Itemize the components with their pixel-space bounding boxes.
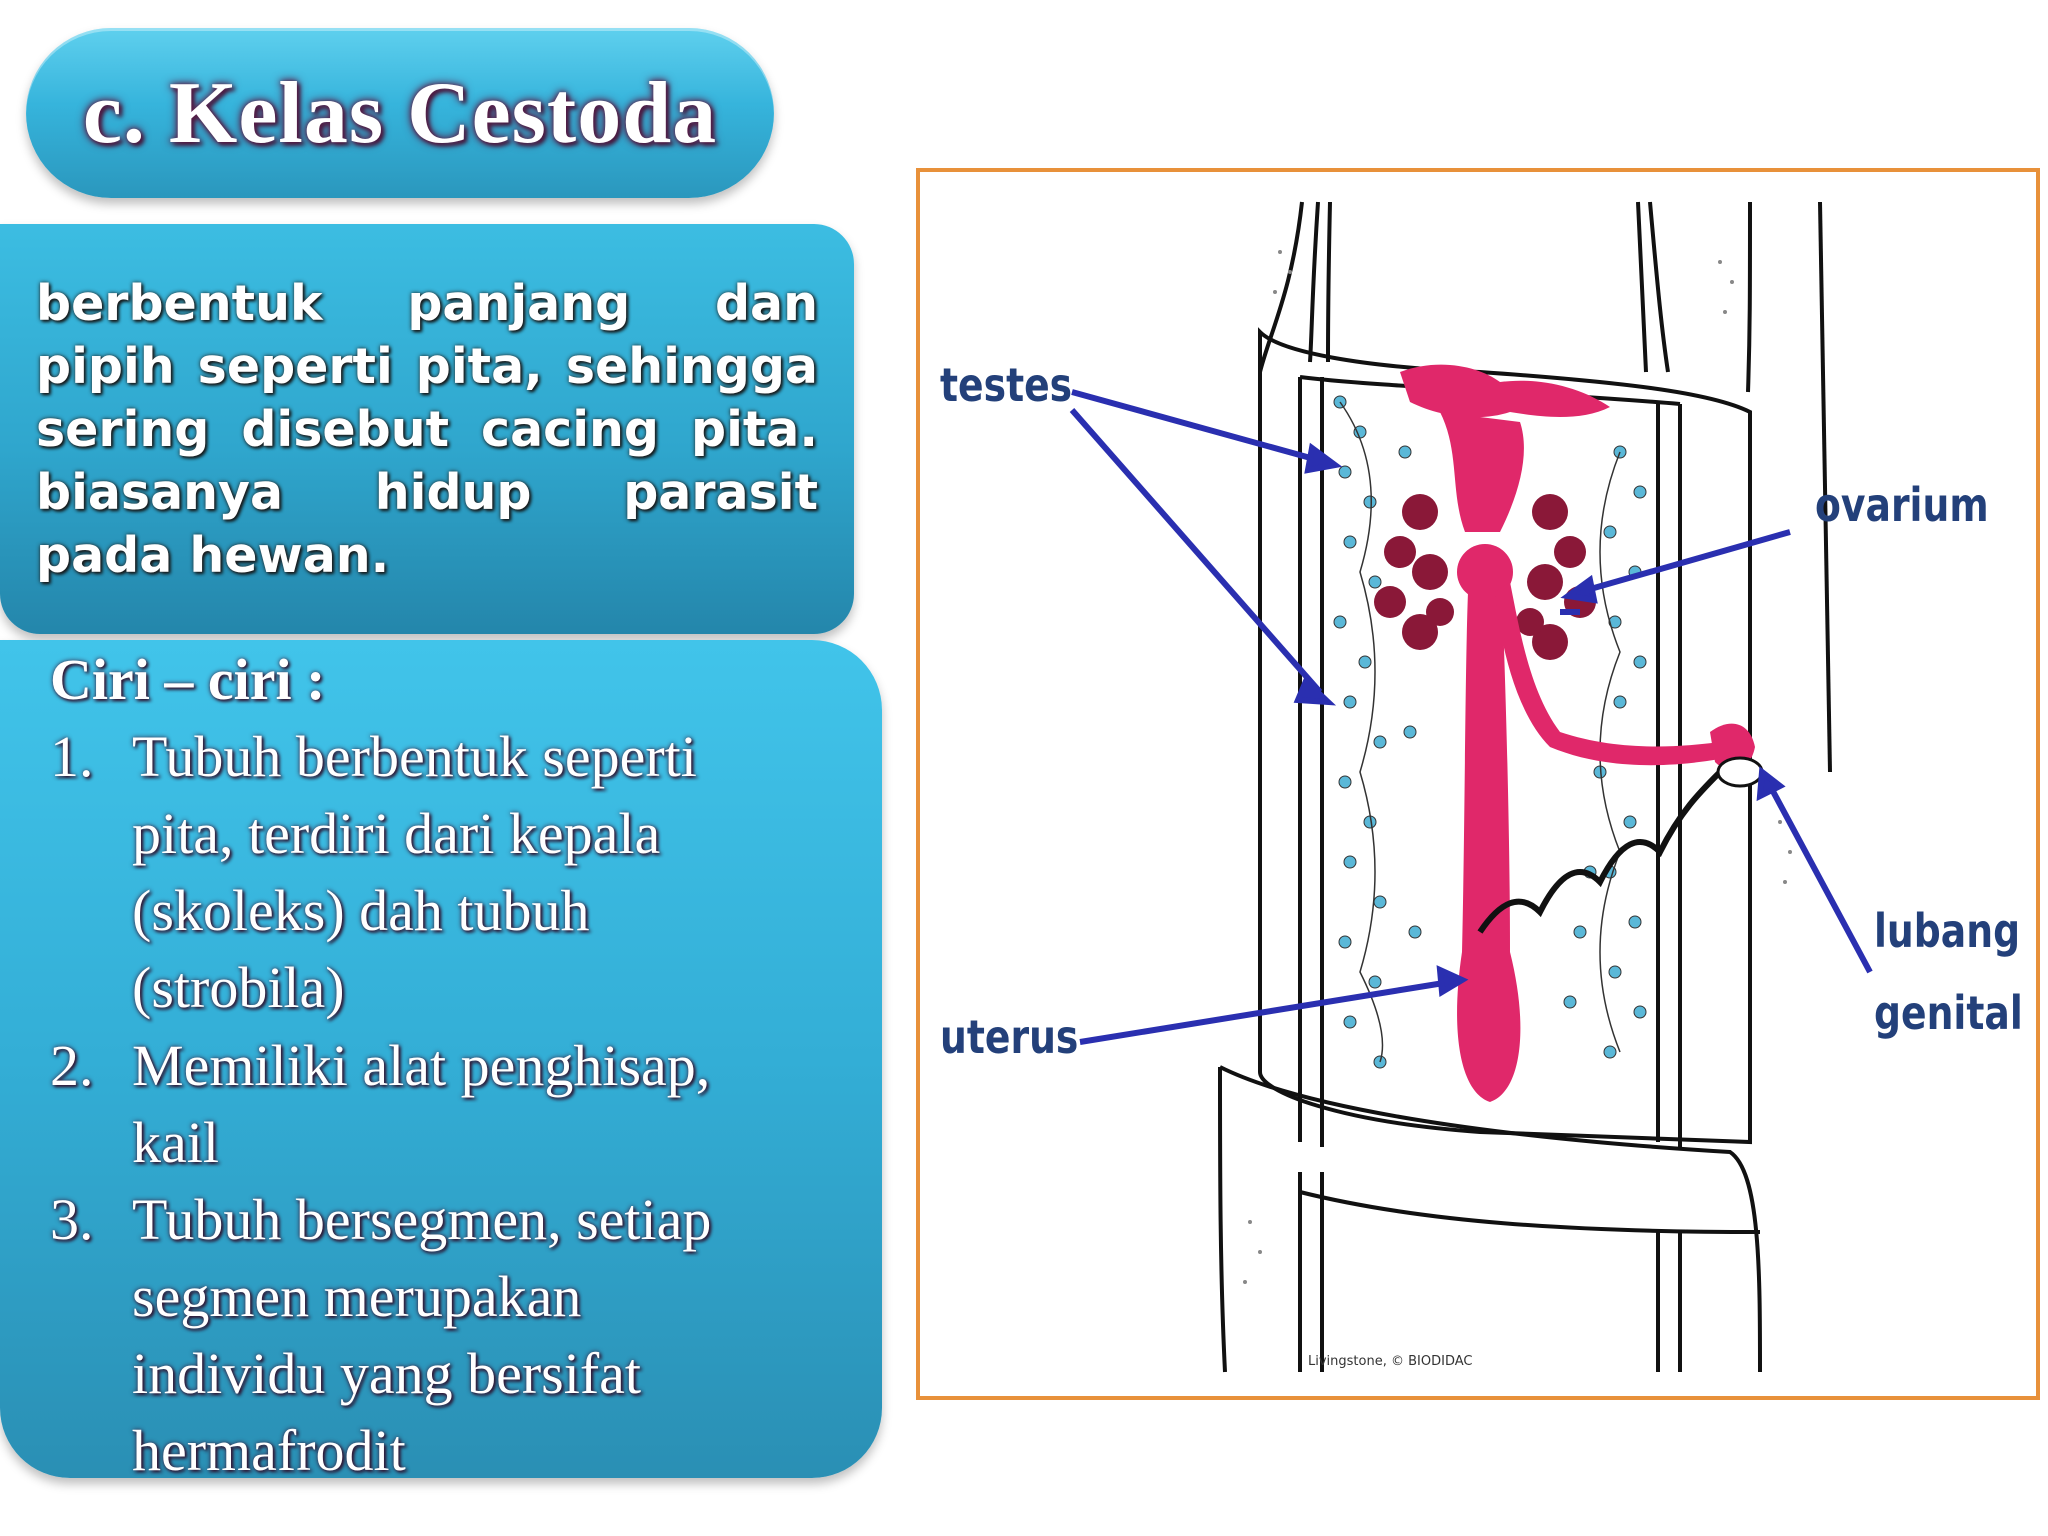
list-line: hermafrodit (132, 1418, 406, 1483)
body-outline (1218, 201, 1832, 1373)
label-testes: testes (940, 358, 1073, 412)
vas-deferens (1477, 769, 1723, 934)
tapeworm-segment-figure: testes ovarium uterus lubang genital Liv… (916, 168, 2040, 1400)
list-line: (skoleks) dah tubuh (132, 878, 590, 943)
ovary-clusters (1374, 494, 1596, 660)
list-line: Tubuh berbentuk seperti (132, 724, 697, 789)
genital-pore (1716, 756, 1764, 788)
description-text: berbentuk panjang dan pipih seperti pita… (36, 275, 818, 584)
reproductive-organs (1400, 364, 1755, 1102)
label-ovarium: ovarium (1815, 478, 1989, 532)
label-uterus: uterus (940, 1010, 1079, 1064)
list-line: kail (132, 1110, 219, 1175)
label-lubang: lubang (1874, 904, 2021, 958)
list-line: segmen merupakan (132, 1264, 582, 1329)
characteristics-heading: Ciri – ciri : (50, 647, 326, 712)
list-number: 3. (50, 1187, 94, 1252)
stipple-shading (1243, 250, 1792, 1284)
list-line: Tubuh bersegmen, setiap (132, 1187, 712, 1252)
characteristics-panel (0, 640, 882, 1478)
pointer-arrows (1069, 389, 1873, 1045)
list-line: (strobila) (132, 955, 345, 1020)
label-genital: genital (1874, 986, 2023, 1040)
list-number: 1. (50, 724, 94, 789)
image-credit: Livingstone, © BIODIDAC (1308, 1354, 1473, 1369)
description-panel (0, 224, 854, 634)
testes-follicles (1333, 395, 1647, 1069)
tapeworm-diagram (1069, 201, 1873, 1373)
title-banner: c. Kelas Cestoda (26, 28, 774, 198)
list-line: Memiliki alat penghisap, (132, 1033, 711, 1098)
list-line: individu yang bersifat (132, 1341, 642, 1406)
slide-title: c. Kelas Cestoda (82, 64, 718, 162)
list-line: pita, terdiri dari kepala (132, 801, 661, 866)
list-number: 2. (50, 1033, 94, 1098)
